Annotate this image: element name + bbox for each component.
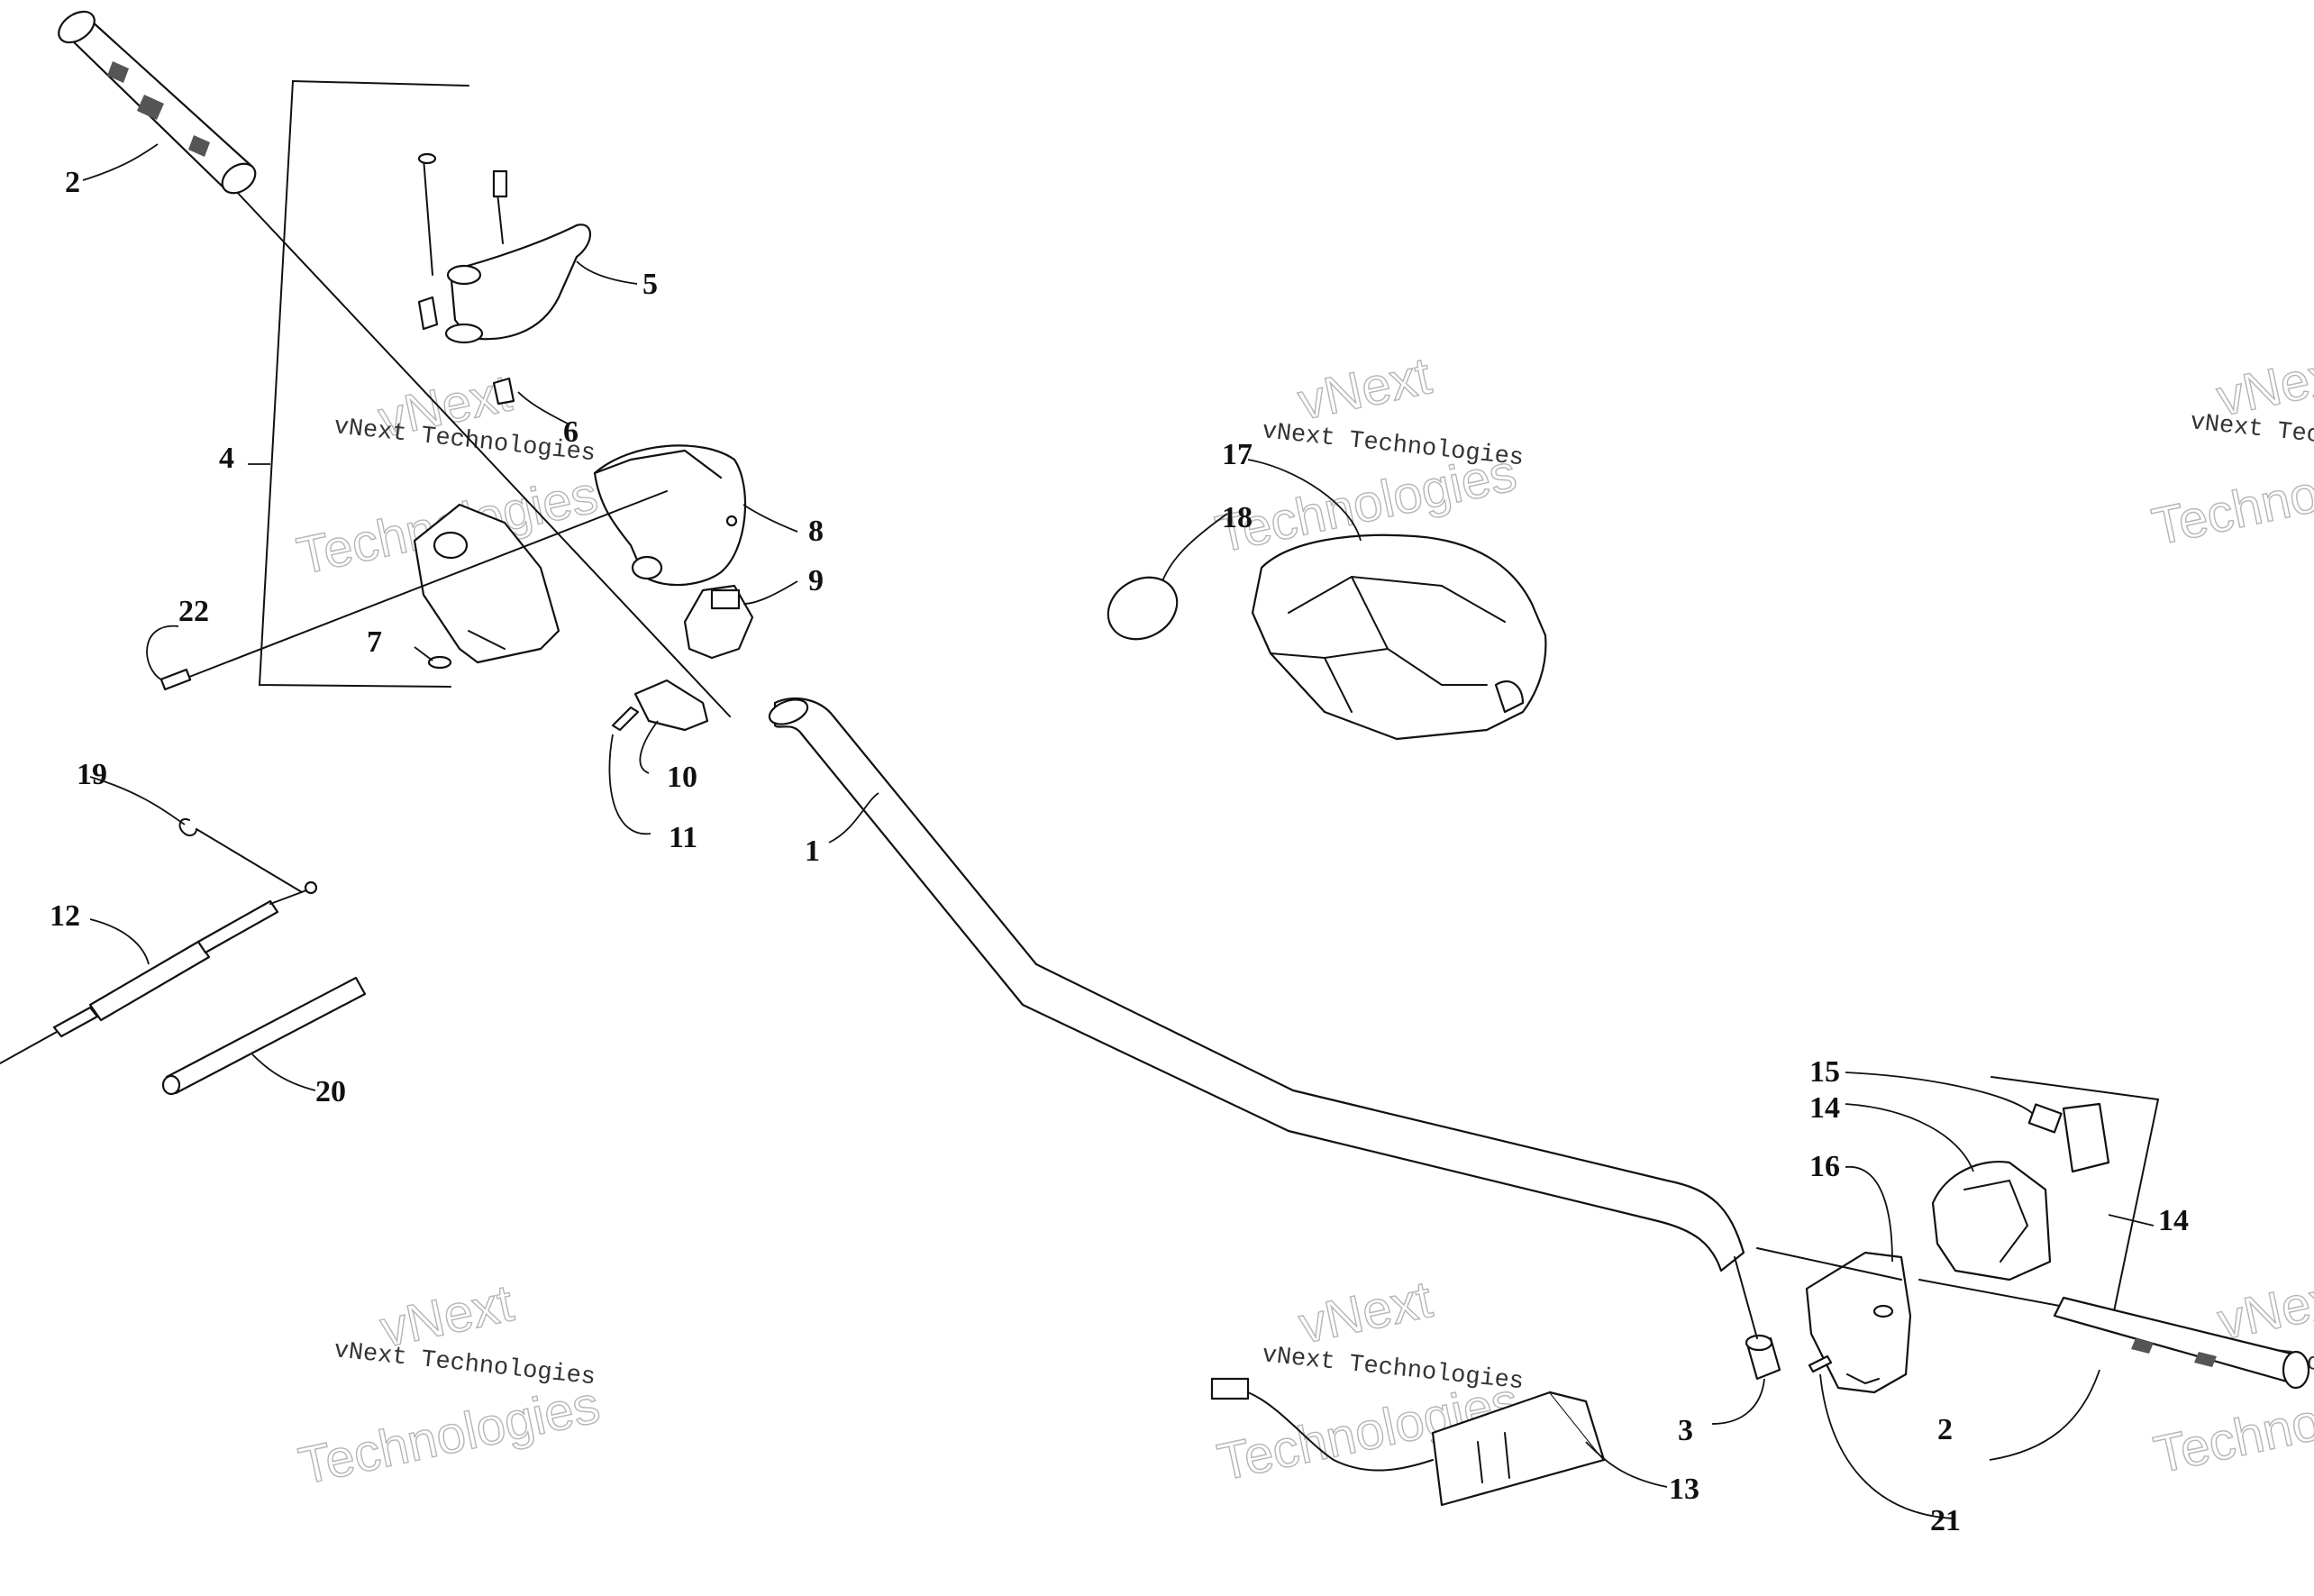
callout-1: 1 (805, 834, 820, 868)
lever-clip (492, 377, 515, 406)
callout-16: 16 (1809, 1150, 1840, 1183)
clip-leader-line (196, 828, 303, 893)
callout-20: 20 (315, 1075, 346, 1108)
callout-22: 22 (178, 595, 209, 628)
long-bolt (159, 668, 192, 691)
bracket-screw (611, 706, 640, 732)
long-bolt-axis (179, 490, 668, 681)
callout-19: 19 (77, 758, 107, 791)
brake-lever (417, 152, 591, 344)
callout-18: 18 (1222, 501, 1253, 534)
callout-2-right: 2 (1937, 1413, 1953, 1446)
handlebar-pad (1251, 534, 1547, 741)
handlebar-clamp-body (413, 503, 560, 664)
callout-14-lower: 14 (2158, 1204, 2189, 1237)
callout-3: 3 (1678, 1414, 1693, 1447)
switch-harness (1210, 1377, 1606, 1507)
assembly-bracket (258, 79, 469, 688)
rod (161, 976, 367, 1096)
callout-6: 6 (563, 415, 578, 449)
throttle-inset-frame (1918, 1076, 2160, 1318)
throttle-cable (0, 880, 318, 1064)
callout-14-upper: 14 (1809, 1091, 1840, 1125)
watermark-text-top-center: vNext Technologies (1261, 418, 1525, 472)
throttle-spring (2027, 1103, 2063, 1134)
throttle-housing (1805, 1251, 1912, 1394)
callout-7: 7 (367, 625, 382, 659)
callout-15: 15 (1809, 1055, 1840, 1089)
callout-9: 9 (808, 564, 824, 597)
housing-screw (1808, 1354, 1833, 1373)
watermark-text-bottom-center: vNext Technologies (1261, 1342, 1525, 1396)
callout-5: 5 (642, 268, 658, 301)
clamp-ring (1107, 576, 1179, 641)
bar-end-axis (1734, 1256, 1758, 1339)
cable-clip (178, 817, 197, 837)
handlebar-tube (768, 697, 1745, 1272)
callout-10: 10 (667, 761, 697, 794)
watermark-text-top-right: vNext Technologies (2189, 409, 2314, 463)
throttle-axis (1756, 1247, 1902, 1281)
bar-end-plug (1745, 1334, 1781, 1381)
cable-bracket (633, 679, 709, 732)
watermark-text-bottom-left: vNext Technologies (333, 1337, 597, 1391)
callout-12: 12 (50, 899, 80, 933)
grip-left (58, 10, 257, 195)
callout-8: 8 (808, 515, 824, 548)
leader-lines (82, 143, 2155, 1519)
grip-centerline (233, 188, 731, 717)
svg-text:Technologies: Technologies (294, 1375, 605, 1496)
svg-text:vNext: vNext (1294, 1270, 1437, 1354)
throttle-lever-insert (2062, 1102, 2110, 1173)
callout-13: 13 (1669, 1473, 1699, 1506)
control-housing-cover (593, 444, 747, 587)
switch-clip (683, 584, 754, 660)
callout-21: 21 (1930, 1504, 1961, 1537)
throttle-block (1931, 1161, 2052, 1281)
callout-2-left: 2 (65, 166, 80, 199)
callout-4: 4 (219, 442, 234, 475)
svg-text:Technologies: Technologies (2147, 436, 2314, 557)
svg-text:vNext: vNext (1293, 346, 1436, 431)
small-screw (427, 655, 452, 670)
callout-17: 17 (1222, 438, 1253, 471)
callout-11: 11 (669, 821, 697, 854)
grip-right (2053, 1296, 2310, 1390)
